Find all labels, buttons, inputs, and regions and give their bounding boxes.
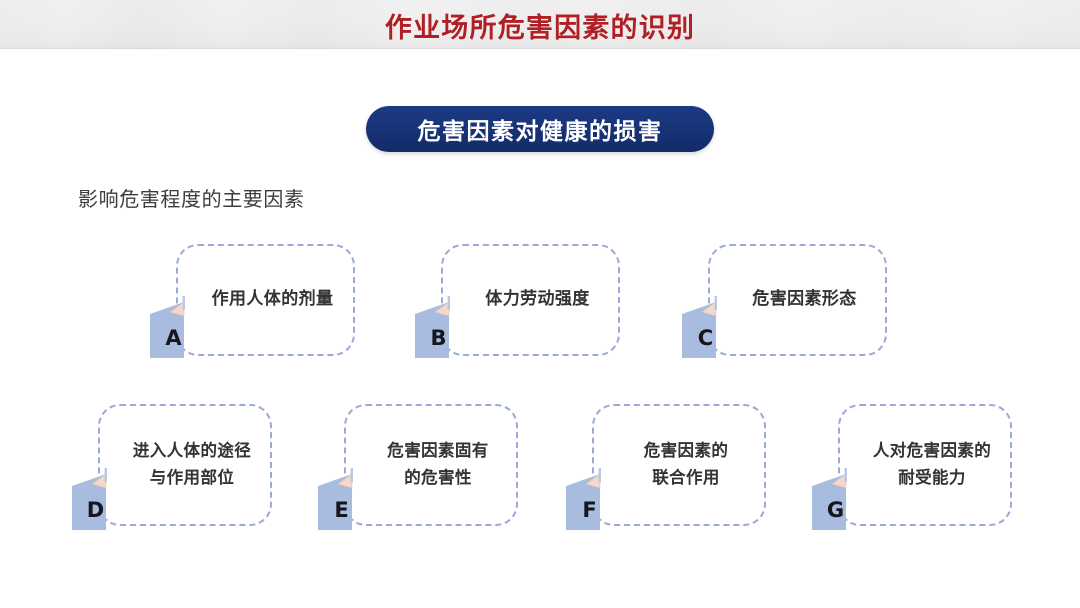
card-text: 进入人体的途径 与作用部位 [122, 404, 262, 526]
card-dashed-frame [441, 244, 620, 356]
card-text-line: 人对危害因素的 [872, 441, 992, 461]
card-text: 危害因素形态 [732, 244, 877, 356]
card-dashed-frame [708, 244, 887, 356]
card-text-line: 危害因素固有 [387, 441, 489, 461]
subtitle-text: 影响危害程度的主要因素 [78, 187, 305, 211]
card-dashed-frame [176, 244, 355, 356]
card-text-line: 体力劳动强度 [485, 289, 590, 310]
card-text: 体力劳动强度 [465, 244, 610, 356]
factor-card-e[interactable]: 危害因素固有 的危害性 E [318, 404, 518, 530]
card-dashed-frame [838, 404, 1012, 526]
card-badge-folded-page: G [812, 468, 859, 530]
card-badge-folded-page: C [682, 296, 729, 358]
card-text: 作用人体的剂量 [200, 244, 345, 356]
factor-card-a[interactable]: 作用人体的剂量 A [150, 244, 355, 358]
section-banner-label: 危害因素对健康的损害 [417, 119, 663, 145]
card-text: 人对危害因素的 耐受能力 [862, 404, 1002, 526]
card-text: 危害因素固有 的危害性 [368, 404, 508, 526]
card-badge-folded-page: E [318, 468, 365, 530]
top-texture-band [0, 0, 1080, 49]
page-title: 作业场所危害因素的识别 [384, 13, 696, 44]
factor-card-f[interactable]: 危害因素的 联合作用 F [566, 404, 766, 530]
card-badge-folded-page: D [72, 468, 119, 530]
card-dashed-frame [98, 404, 272, 526]
card-text: 危害因素的 联合作用 [616, 404, 756, 526]
card-text-line: 耐受能力 [898, 468, 966, 487]
card-badge-folded-page: A [150, 296, 197, 358]
card-badge-folded-page: F [566, 468, 613, 530]
factor-card-g[interactable]: 人对危害因素的 耐受能力 G [812, 404, 1012, 530]
card-dashed-frame [344, 404, 518, 526]
card-badge-folded-page: B [415, 296, 462, 358]
card-text-line: 联合作用 [652, 468, 720, 487]
card-text-line: 的危害性 [404, 468, 472, 487]
card-text-line: 危害因素的 [643, 441, 729, 461]
card-text-line: 作用人体的剂量 [211, 289, 334, 310]
section-banner: 危害因素对健康的损害 [366, 106, 714, 152]
card-text-line: 危害因素形态 [752, 289, 857, 310]
factor-card-c[interactable]: 危害因素形态 C [682, 244, 887, 358]
card-dashed-frame [592, 404, 766, 526]
card-text-line: 与作用部位 [149, 468, 235, 487]
factor-card-b[interactable]: 体力劳动强度 B [415, 244, 620, 358]
factor-card-d[interactable]: 进入人体的途径 与作用部位 D [72, 404, 272, 530]
card-text-line: 进入人体的途径 [132, 441, 252, 461]
